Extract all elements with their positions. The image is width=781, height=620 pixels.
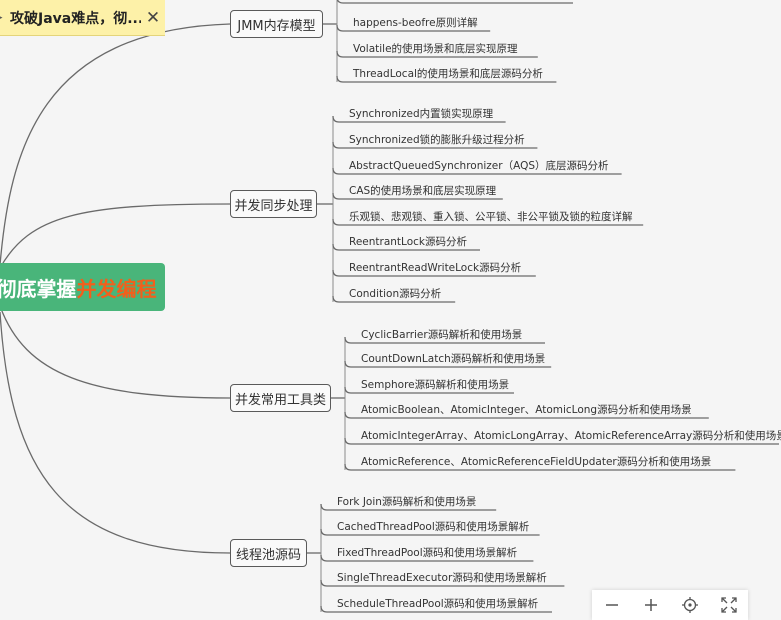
leaf-underline bbox=[320, 528, 540, 536]
leaf-underline bbox=[344, 463, 736, 471]
topic-item[interactable]: SingleThreadExecutor源码和使用场景解析 bbox=[337, 572, 547, 584]
leaf-underline bbox=[320, 554, 534, 562]
branch-label: 线程池源码 bbox=[235, 547, 301, 563]
fullscreen-button[interactable] bbox=[717, 593, 741, 617]
topic-item[interactable]: ReentrantLock源码分析 bbox=[349, 236, 467, 248]
center-view-button[interactable] bbox=[678, 593, 702, 617]
leaf-underline bbox=[344, 411, 709, 419]
leaf-underline bbox=[336, 0, 573, 4]
zoom-in-button[interactable] bbox=[639, 593, 663, 617]
leaf-underline bbox=[332, 192, 503, 200]
branch-sync[interactable]: 并发同步处理 bbox=[230, 190, 317, 218]
root-connector bbox=[0, 311, 231, 554]
branch-label: 并发常用工具类 bbox=[234, 392, 326, 408]
topic-item[interactable]: Synchronized锁的膨胀升级过程分析 bbox=[349, 134, 525, 146]
expand-icon bbox=[720, 597, 737, 613]
leaf-underline bbox=[332, 295, 456, 303]
root-node[interactable]: 彻底掌握并发编程 bbox=[0, 263, 165, 311]
leaf-underline bbox=[332, 243, 480, 251]
branch-threadpool[interactable]: 线程池源码 bbox=[230, 539, 307, 567]
topic-item[interactable]: 指令重排、可见性、原子性、顺序一致性详解 bbox=[353, 0, 563, 2]
leaf-underline bbox=[344, 437, 779, 445]
topic-item[interactable]: AtomicBoolean、AtomicInteger、AtomicLong源码… bbox=[361, 404, 692, 416]
leaf-underline bbox=[332, 141, 538, 149]
topic-item[interactable]: ScheduleThreadPool源码和使用场景解析 bbox=[337, 598, 539, 610]
leaf-underline bbox=[344, 360, 552, 368]
file-tab-title: 攻破Java难点，彻... bbox=[10, 10, 141, 27]
leaf-underline bbox=[344, 386, 514, 394]
topic-item[interactable]: Synchronized内置锁实现原理 bbox=[349, 108, 494, 120]
topic-item[interactable]: AtomicReference、AtomicReferenceFieldUpda… bbox=[361, 456, 712, 468]
topic-item[interactable]: happens-beofre原则详解 bbox=[353, 17, 478, 29]
file-tab[interactable]: ▸ 攻破Java难点，彻... ✕ bbox=[0, 0, 165, 36]
root-text-highlight: 并发编程 bbox=[76, 276, 157, 301]
chevron-right-icon: ▸ bbox=[0, 12, 3, 23]
branch-tools[interactable]: 并发常用工具类 bbox=[230, 384, 331, 412]
topic-item[interactable]: ReentrantReadWriteLock源码分析 bbox=[349, 262, 522, 274]
branch-label: 并发同步处理 bbox=[234, 198, 313, 214]
topic-item[interactable]: Volatile的使用场景和底层实现原理 bbox=[353, 43, 518, 55]
zoom-out-button[interactable] bbox=[600, 593, 624, 617]
leaf-underline bbox=[344, 336, 545, 344]
topic-item[interactable]: 乐观锁、悲观锁、重入锁、公平锁、非公平锁及锁的粒度详解 bbox=[349, 211, 633, 223]
topic-item[interactable]: AbstractQueuedSynchronizer（AQS）底层源码分析 bbox=[349, 160, 609, 172]
topic-item[interactable]: CachedThreadPool源码和使用场景解析 bbox=[337, 521, 530, 533]
topic-item[interactable]: CAS的使用场景和底层实现原理 bbox=[349, 185, 497, 197]
root-connector bbox=[0, 203, 231, 269]
root-connector bbox=[0, 23, 231, 266]
topic-item[interactable]: ThreadLocal的使用场景和底层源码分析 bbox=[353, 68, 543, 80]
minus-icon bbox=[605, 604, 618, 606]
root-text-primary: 彻底掌握 bbox=[0, 276, 77, 301]
leaf-underline bbox=[336, 24, 491, 32]
plus-icon bbox=[644, 599, 657, 611]
leaf-underline bbox=[336, 50, 538, 58]
topic-item[interactable]: Fork Join源码解析和使用场景 bbox=[337, 496, 477, 508]
root-connector bbox=[0, 305, 231, 399]
close-icon[interactable]: ✕ bbox=[145, 7, 161, 28]
branch-label: JMM内存模型 bbox=[237, 18, 316, 34]
branch-jmm[interactable]: JMM内存模型 bbox=[230, 10, 323, 38]
topic-item[interactable]: AtomicIntegerArray、AtomicLongArray、Atomi… bbox=[361, 430, 781, 442]
topic-item[interactable]: FixedThreadPool源码和使用场景解析 bbox=[337, 547, 518, 559]
leaf-underline bbox=[320, 579, 565, 587]
leaf-underline bbox=[332, 269, 536, 277]
topic-item[interactable]: Condition源码分析 bbox=[349, 288, 442, 300]
topic-item[interactable]: Semphore源码解析和使用场景 bbox=[361, 379, 510, 391]
leaf-underline bbox=[336, 75, 557, 83]
leaf-underline bbox=[332, 167, 622, 175]
zoom-toolbar bbox=[592, 590, 748, 620]
topic-item[interactable]: CyclicBarrier源码解析和使用场景 bbox=[361, 329, 523, 341]
leaf-underline bbox=[332, 115, 506, 123]
leaf-underline bbox=[320, 605, 552, 613]
leaf-underline bbox=[320, 503, 497, 511]
target-icon bbox=[681, 597, 698, 613]
topic-item[interactable]: CountDownLatch源码解析和使用场景 bbox=[361, 353, 546, 365]
leaf-underline bbox=[332, 218, 644, 226]
